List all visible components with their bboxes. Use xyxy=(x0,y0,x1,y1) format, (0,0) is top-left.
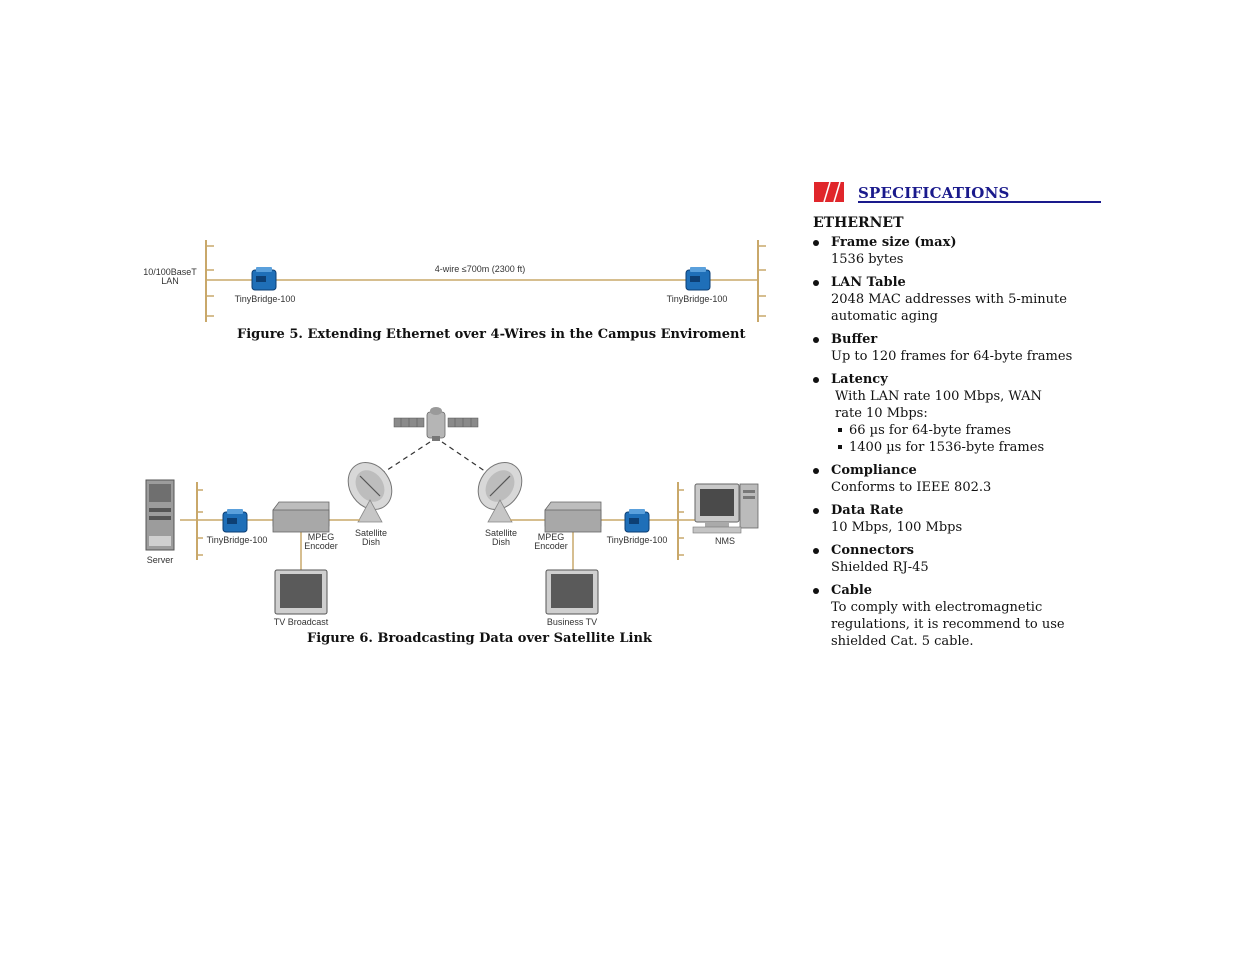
link-label: 4-wire ≤700m (2300 ft) xyxy=(434,264,526,274)
tinybridge-icon xyxy=(251,267,277,291)
spec-item: Data Rate 10 Mbps, 100 Mbps xyxy=(813,502,1073,536)
spec-text: Up to 120 frames for 64-byte frames xyxy=(831,349,1073,364)
square-bullet xyxy=(838,428,842,432)
square-bullet xyxy=(838,445,842,449)
server-label: Server xyxy=(146,555,174,565)
bullet xyxy=(813,240,819,246)
right-dish-label: Satellite Dish xyxy=(484,528,518,547)
tinybridge-icon xyxy=(222,509,248,533)
spec-item: LAN Table 2048 MAC addresses with 5-minu… xyxy=(813,274,1073,325)
spec-item: Cable To comply with electromagnetic reg… xyxy=(813,582,1073,650)
bullet xyxy=(813,588,819,594)
spec-item: Latency With LAN rate 100 Mbps, WAN rate… xyxy=(813,371,1073,456)
spec-text: 1536 bytes xyxy=(831,252,904,267)
right-bridge-label: TinyBridge-100 xyxy=(666,294,728,304)
figure-5-diagram xyxy=(205,240,766,322)
spec-text: Shielded RJ-45 xyxy=(831,560,929,575)
figure-6-caption: Figure 6. Broadcasting Data over Satelli… xyxy=(307,631,652,646)
section-marker-icon xyxy=(814,181,844,203)
left-encoder-label: MPEG Encoder xyxy=(304,532,338,551)
ethernet-heading: ETHERNET xyxy=(813,215,904,231)
server-icon xyxy=(145,479,175,551)
right-encoder-label: MPEG Encoder xyxy=(534,532,568,551)
spec-item: Frame size (max) 1536 bytes xyxy=(813,234,1073,268)
figure-6-diagram xyxy=(145,407,759,615)
spec-title: Frame size (max) xyxy=(831,235,957,250)
spec-list: Frame size (max) 1536 bytes LAN Table 20… xyxy=(813,234,1073,656)
satellite-dish-icon xyxy=(347,462,393,523)
satellite-dish-icon xyxy=(477,462,523,523)
spec-item: Buffer Up to 120 frames for 64-byte fram… xyxy=(813,331,1073,365)
right-bridge-label: TinyBridge-100 xyxy=(606,535,668,545)
left-dish-label: Satellite Dish xyxy=(354,528,388,547)
mpeg-encoder-icon xyxy=(544,501,602,533)
bullet xyxy=(813,377,819,383)
left-bridge-label: TinyBridge-100 xyxy=(206,535,268,545)
left-bridge-label: TinyBridge-100 xyxy=(234,294,296,304)
tinybridge-icon xyxy=(624,509,650,533)
mpeg-encoder-icon xyxy=(272,501,330,533)
lan-label: 10/100BaseT LAN xyxy=(143,267,197,286)
spec-text: To comply with electromagnetic regulatio… xyxy=(831,600,1065,649)
spec-title: Data Rate xyxy=(831,503,904,518)
tinybridge-icon xyxy=(685,267,711,291)
spec-subitem: 1400 µs for 1536-byte frames xyxy=(831,439,1073,456)
spec-title: Latency xyxy=(831,372,888,387)
computer-icon xyxy=(692,483,759,534)
tv-icon xyxy=(545,569,599,615)
spec-text: 10 Mbps, 100 Mbps xyxy=(831,520,963,535)
spec-title: Cable xyxy=(831,583,873,598)
spec-text: Conforms to IEEE 802.3 xyxy=(831,480,992,495)
spec-item: Connectors Shielded RJ-45 xyxy=(813,542,1073,576)
heading-underline xyxy=(858,201,1101,203)
bullet xyxy=(813,468,819,474)
spec-title: Compliance xyxy=(831,463,917,478)
bullet xyxy=(813,548,819,554)
spec-item: Compliance Conforms to IEEE 802.3 xyxy=(813,462,1073,496)
bullet xyxy=(813,508,819,514)
bullet xyxy=(813,280,819,286)
spec-title: LAN Table xyxy=(831,275,906,290)
bullet xyxy=(813,337,819,343)
spec-subitem: 66 µs for 64-byte frames xyxy=(831,422,1073,439)
figure-5-caption: Figure 5. Extending Ethernet over 4-Wire… xyxy=(237,327,746,342)
specifications-heading: SPECIFICATIONS xyxy=(858,184,1010,202)
spec-title: Buffer xyxy=(831,332,878,347)
tv-broadcast-label: TV Broadcast xyxy=(273,617,329,627)
spec-text: 2048 MAC addresses with 5-minute automat… xyxy=(831,292,1067,324)
business-tv-label: Business TV xyxy=(546,617,598,627)
nms-label: NMS xyxy=(715,536,735,546)
spec-title: Connectors xyxy=(831,543,914,558)
satellite-icon xyxy=(393,407,479,441)
tv-icon xyxy=(274,569,328,615)
spec-text: With LAN rate 100 Mbps, WAN rate 10 Mbps… xyxy=(835,389,1042,421)
